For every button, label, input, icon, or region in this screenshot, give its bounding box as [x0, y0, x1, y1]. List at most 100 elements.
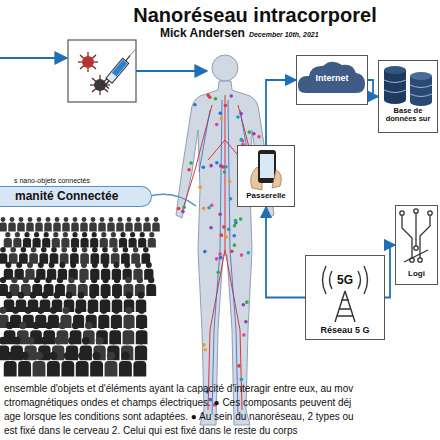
person-figure	[109, 232, 117, 248]
person-figure	[42, 232, 50, 248]
vaccine-box	[0, 40, 207, 102]
nano-dot	[239, 217, 243, 221]
nano-dot	[202, 207, 206, 211]
node-text: 5G	[337, 274, 353, 287]
person-figure	[61, 352, 74, 377]
bubble-tail	[150, 194, 196, 206]
nano-dot	[227, 227, 231, 231]
nano-dot	[218, 252, 222, 256]
nano-dot	[202, 343, 206, 347]
node-text: Passerelle	[246, 192, 286, 201]
person-figure	[23, 232, 31, 248]
person-figure	[81, 232, 89, 248]
nano-dot	[181, 210, 185, 214]
person-figure	[136, 322, 148, 344]
person-figure	[71, 217, 79, 231]
node-text: Internet	[315, 74, 348, 84]
person-figure	[4, 232, 12, 248]
nano-dot	[218, 111, 222, 115]
tower-icon	[323, 266, 368, 322]
icon-box: Logi	[395, 205, 438, 285]
author-line: December 10th, 2021	[249, 31, 319, 39]
person-figure	[138, 232, 146, 248]
person-figure	[119, 352, 132, 377]
person-figure	[44, 217, 52, 231]
person-figure	[105, 352, 118, 377]
nano-dot	[233, 243, 237, 247]
nano-dot	[223, 170, 227, 174]
person-figure	[47, 352, 60, 377]
nano-dot	[198, 185, 202, 189]
person-figure	[107, 337, 119, 361]
person-figure	[8, 217, 16, 231]
nano-dot	[219, 256, 223, 260]
nano-dot	[239, 138, 243, 142]
icon-box: 5G Réseau 5 G	[305, 255, 385, 340]
box-ground	[305, 255, 385, 340]
nano-dot	[242, 333, 246, 337]
body-text: est fixé dans le cerveau 2. Celui qui es…	[4, 425, 298, 436]
person-figure	[135, 337, 147, 361]
person-figure	[111, 247, 120, 264]
node-text: Réseau 5 G	[320, 326, 369, 336]
person-figure	[100, 232, 108, 248]
connector-arrow	[266, 80, 296, 145]
person-figure	[90, 352, 103, 377]
person-figure	[15, 262, 24, 280]
person-figure	[70, 247, 79, 264]
nano-dot	[224, 104, 228, 108]
person-figure	[71, 232, 79, 248]
person-figure	[33, 232, 41, 248]
person-figure	[125, 217, 133, 231]
person-figure	[143, 217, 151, 231]
nano-dot	[228, 180, 232, 184]
person-figure	[90, 247, 99, 264]
nano-dot	[204, 348, 208, 352]
nano-dot	[229, 94, 233, 98]
person-figure	[50, 247, 59, 264]
person-figure	[123, 262, 132, 280]
connector-arrow	[368, 80, 378, 97]
person-figure	[152, 217, 160, 231]
person-figure	[29, 247, 38, 264]
box-ground	[378, 60, 438, 133]
person-figure	[13, 232, 21, 248]
person-figure	[0, 247, 7, 264]
person-figure	[19, 247, 28, 264]
database-icon	[384, 66, 432, 106]
crowd	[0, 217, 160, 376]
person-figure	[133, 352, 146, 377]
nano-dot	[245, 300, 249, 304]
person-figure	[53, 217, 61, 231]
person-figure	[93, 337, 105, 361]
nano-dot	[215, 161, 219, 165]
nano-dot	[215, 123, 219, 127]
nano-dot	[216, 271, 220, 275]
nano-dot	[210, 203, 214, 207]
person-figure	[80, 217, 88, 231]
author-line: Mick Andersen	[160, 27, 245, 40]
nano-dot	[189, 161, 193, 165]
nano-dot	[222, 225, 226, 229]
nano-dot	[242, 303, 246, 307]
person-figure	[61, 232, 69, 248]
nano-dot	[239, 112, 243, 116]
person-figure	[123, 322, 135, 344]
box-ground	[237, 145, 295, 207]
person-figure	[62, 217, 70, 231]
nano-dot	[240, 378, 244, 382]
nano-dot	[193, 103, 197, 107]
person-figure	[146, 277, 156, 296]
nano-dot	[182, 205, 186, 209]
person-figure	[101, 247, 110, 264]
nano-dot	[221, 165, 225, 169]
person-figure	[96, 322, 108, 344]
person-figure	[131, 247, 140, 264]
nano-dot	[236, 115, 240, 119]
person-figure	[121, 247, 130, 264]
connector-arrow	[385, 245, 395, 298]
nano-dot	[203, 250, 207, 254]
